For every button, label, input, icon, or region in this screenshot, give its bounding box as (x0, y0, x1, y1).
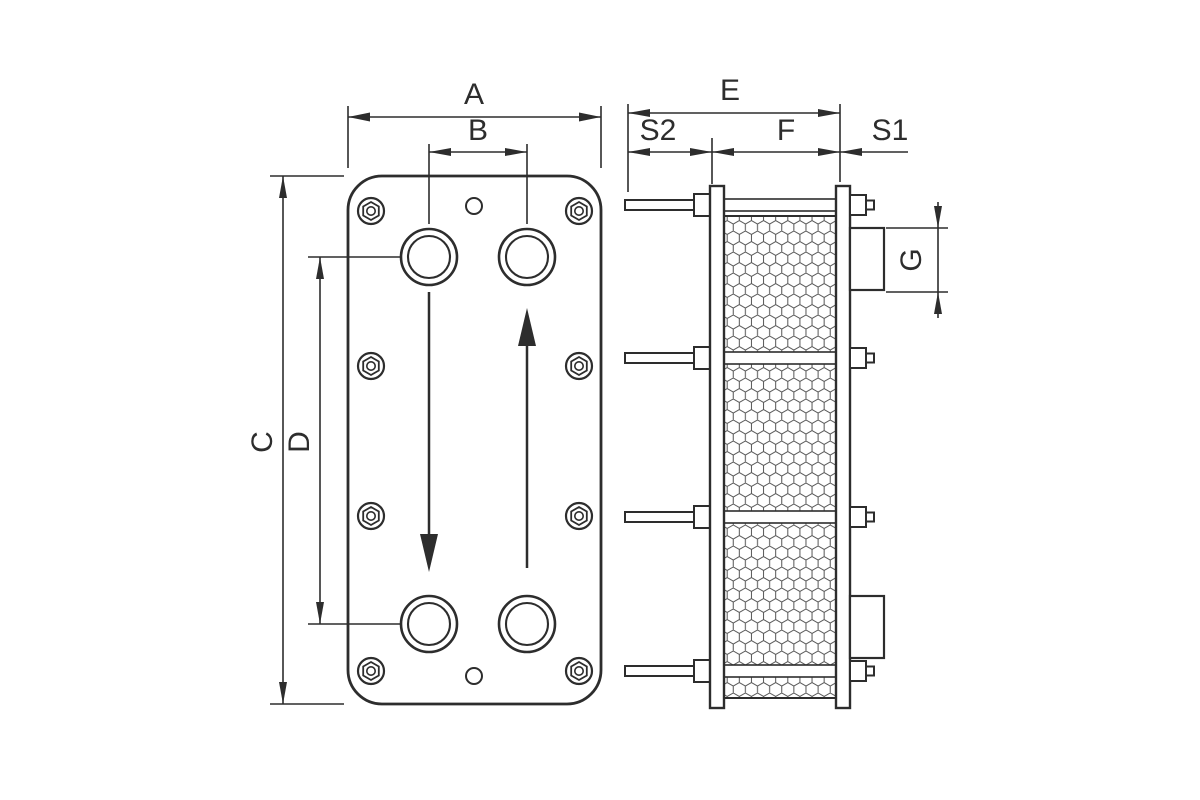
dim-label-G: G (895, 248, 928, 271)
dim-G: G (886, 202, 948, 318)
bolt-hole (356, 196, 386, 226)
port-top-left (399, 227, 459, 287)
dim-E: E (627, 74, 841, 192)
dim-label-B: B (468, 114, 488, 147)
flow-arrow-down (420, 292, 438, 572)
small-hole-bottom (465, 667, 483, 685)
bolt-hole (356, 501, 386, 531)
bolt-hole (564, 656, 594, 686)
flow-arrow-up (518, 308, 536, 568)
bolt-hole (564, 196, 594, 226)
dim-B: B (428, 114, 528, 224)
dimensions: A B C D (246, 74, 948, 705)
tie-bolt-span (723, 510, 837, 524)
tie-bolt-span (723, 664, 837, 678)
connection-stub-top (848, 226, 886, 292)
arrowhead-down-icon (420, 534, 438, 572)
tie-bolt-span (723, 351, 837, 365)
tie-bolt-span (723, 198, 837, 212)
small-hole-top (465, 197, 483, 215)
dim-label-F: F (777, 114, 795, 147)
port-bottom-left (399, 594, 459, 654)
dim-label-A: A (464, 78, 484, 111)
dim-label-D: D (283, 431, 316, 453)
dim-S2: S2 (628, 114, 712, 156)
dim-F: F (711, 114, 840, 184)
connection-stub-bottom (848, 594, 886, 660)
dim-label-S2: S2 (640, 114, 677, 147)
dim-C: C (246, 175, 344, 705)
port-bottom-right (497, 594, 557, 654)
dim-label-S1: S1 (872, 114, 909, 147)
plate-pack-honeycomb (723, 215, 837, 699)
arrowhead-up-icon (518, 308, 536, 346)
bolt-hole (356, 351, 386, 381)
frame-plate-outline (346, 174, 603, 706)
dim-A: A (347, 78, 602, 168)
bolt-hole (356, 656, 386, 686)
dim-S1: S1 (840, 114, 908, 156)
port-top-right (497, 227, 557, 287)
dim-label-C: C (246, 431, 279, 453)
bolt-hole (564, 501, 594, 531)
side-view (624, 184, 886, 710)
pressure-plate (834, 184, 852, 710)
dim-D: D (283, 256, 401, 625)
front-view (346, 174, 603, 706)
dim-label-E: E (720, 74, 740, 107)
fixed-plate (708, 184, 726, 710)
bolt-hole (564, 351, 594, 381)
